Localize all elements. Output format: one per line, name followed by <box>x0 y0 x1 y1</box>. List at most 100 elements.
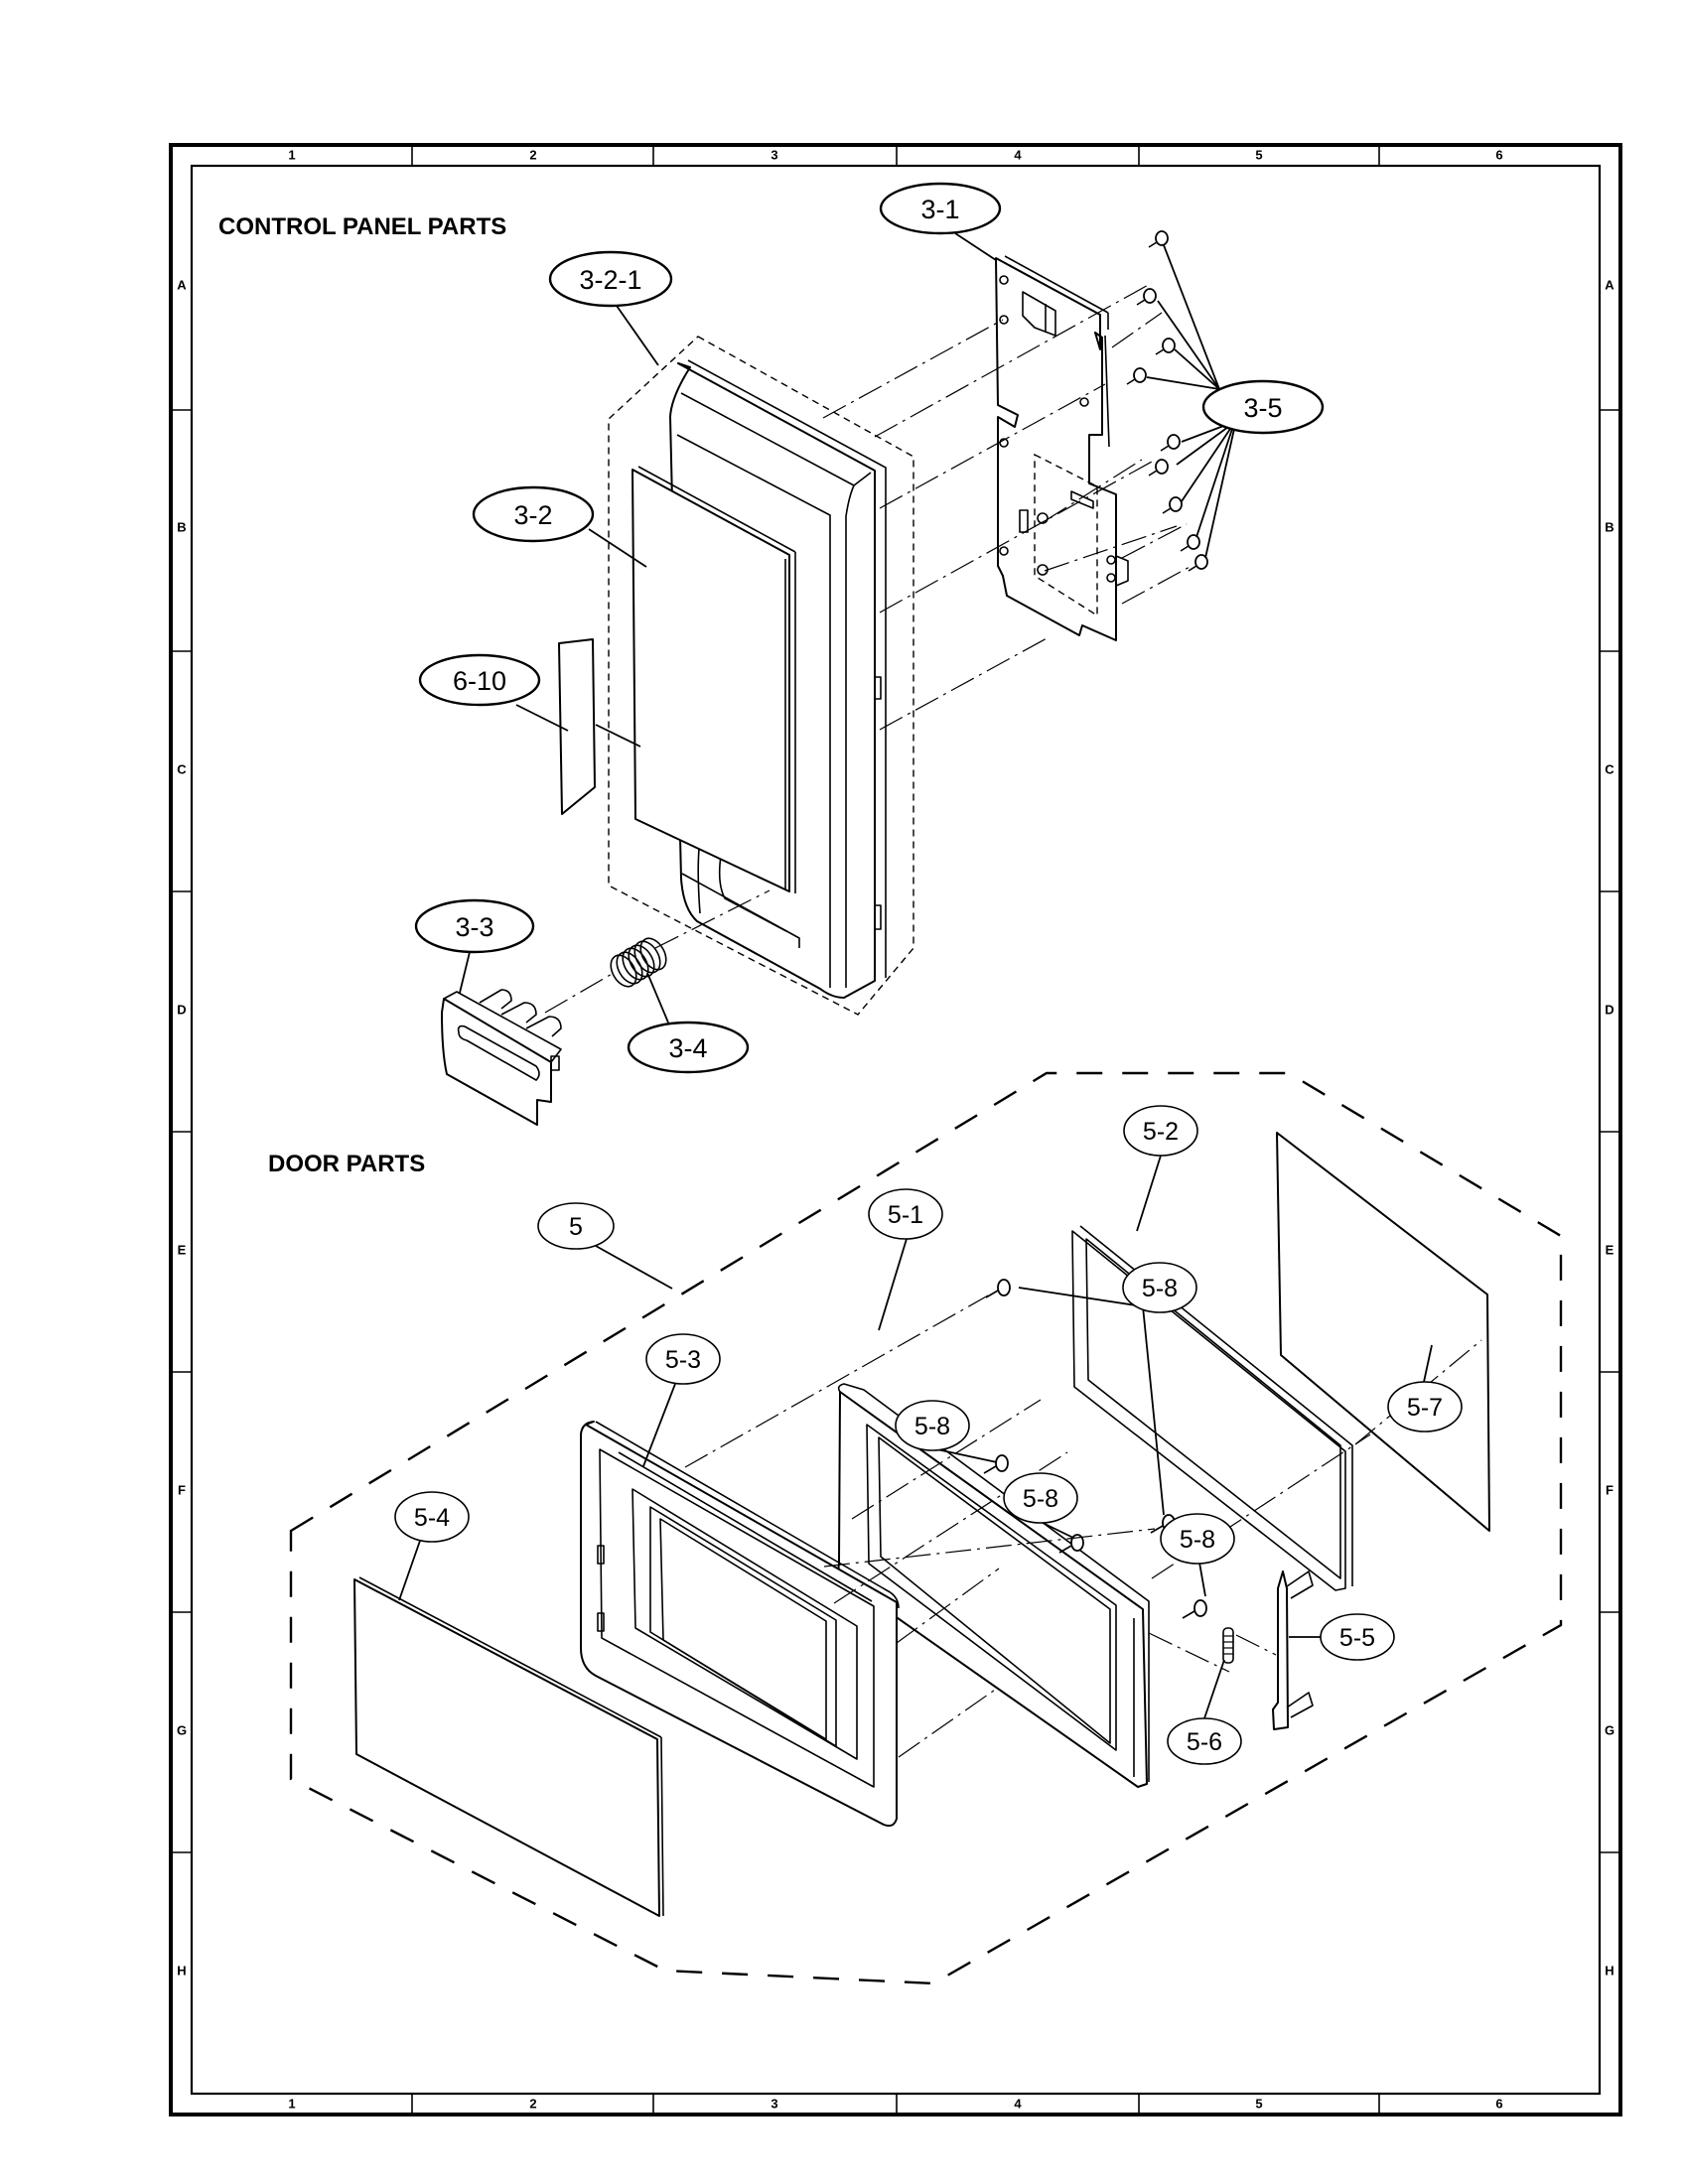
callout-3-5[interactable]: 3-5 <box>1201 379 1325 435</box>
part-door-glass-5-4 <box>353 1576 664 1917</box>
screw <box>1155 338 1176 355</box>
sheet-frame: 1 2 3 4 5 6 1 2 3 4 5 6 A B C D E F G H … <box>169 143 1622 2116</box>
callout-label: 5 <box>569 1213 583 1241</box>
callout-bubble <box>1003 1472 1078 1524</box>
row-label-right: C <box>1605 761 1614 776</box>
screw <box>1188 554 1208 572</box>
callout-bubble <box>537 1202 615 1250</box>
part-label-sticker-6-10 <box>558 638 596 815</box>
callout-5-8-middle[interactable]: 5-8 <box>1003 1472 1078 1524</box>
row-label-left: E <box>178 1242 187 1257</box>
callout-bubble <box>1167 1717 1242 1765</box>
callout-3-1[interactable]: 3-1 <box>879 182 1002 235</box>
row-label-right: A <box>1605 277 1614 292</box>
callout-5-5[interactable]: 5-5 <box>1320 1613 1395 1661</box>
callout-bubble <box>548 250 673 308</box>
row-label-right: B <box>1605 519 1614 534</box>
column-label-top: 3 <box>771 147 777 162</box>
part-key-sheet-panel <box>632 466 796 893</box>
callout-label: 5-6 <box>1187 1728 1222 1756</box>
callout-label: 5-8 <box>1023 1485 1058 1513</box>
part-spring-3-4 <box>610 937 667 988</box>
assembly-outline-3-2-1 <box>608 336 914 1016</box>
screw <box>1136 288 1157 306</box>
row-label-left: G <box>177 1722 187 1737</box>
callout-3-2-1[interactable]: 3-2-1 <box>548 250 673 308</box>
callout-5-8-upper[interactable]: 5-8 <box>1122 1262 1197 1313</box>
callout-bubble <box>414 898 535 954</box>
row-label-left: C <box>177 761 187 776</box>
callout-bubble <box>472 485 595 543</box>
part-door-screen-5-7 <box>1276 1132 1490 1532</box>
column-label-top: 1 <box>288 147 295 162</box>
callout-bubble <box>895 1400 970 1451</box>
screw <box>1180 534 1200 552</box>
callout-5-7[interactable]: 5-7 <box>1387 1381 1463 1433</box>
part-screws-3-5 <box>1126 230 1208 572</box>
callout-5-3[interactable]: 5-3 <box>645 1333 721 1385</box>
callout-5-8-right[interactable]: 5-8 <box>1160 1513 1235 1565</box>
part-latch-5-5 <box>1272 1570 1314 1730</box>
column-dividers <box>411 145 1380 2115</box>
screw <box>1058 1534 1084 1554</box>
callout-label: 5-1 <box>888 1201 923 1229</box>
row-label-right: D <box>1605 1002 1614 1017</box>
section-title-door: DOOR PARTS <box>268 1151 425 1177</box>
callout-3-2[interactable]: 3-2 <box>472 485 595 543</box>
part-pcb-3-1 <box>995 255 1129 641</box>
assembly-axis-lines-control <box>544 282 1193 1014</box>
column-label-bottom: 3 <box>771 2096 777 2111</box>
column-label-bottom: 6 <box>1495 2096 1502 2111</box>
callout-6-10[interactable]: 6-10 <box>418 653 541 707</box>
column-label-bottom: 5 <box>1255 2096 1262 2111</box>
callout-bubble <box>1387 1381 1463 1433</box>
part-door-button-3-3 <box>441 989 562 1126</box>
part-spring-5-6 <box>1222 1627 1234 1664</box>
screw <box>983 1454 1009 1474</box>
callout-label: 5-2 <box>1143 1118 1179 1146</box>
inner-border <box>190 164 1602 2096</box>
callout-3-4[interactable]: 3-4 <box>627 1021 750 1074</box>
callout-5-6[interactable]: 5-6 <box>1167 1717 1242 1765</box>
callout-bubble <box>1160 1513 1235 1565</box>
row-label-right: H <box>1605 1963 1614 1978</box>
callout-bubble <box>879 182 1002 235</box>
screw <box>1162 496 1183 514</box>
screw <box>1148 459 1169 477</box>
assembly-outline-door-5 <box>289 1071 1563 1985</box>
callout-bubble <box>1320 1613 1395 1661</box>
callout-label: 5-8 <box>914 1413 950 1440</box>
callout-5-4[interactable]: 5-4 <box>394 1491 470 1543</box>
callout-label: 5-8 <box>1180 1526 1215 1554</box>
callout-label: 5-7 <box>1407 1394 1443 1422</box>
part-screws-5-8 <box>983 1279 1207 1619</box>
callout-leaders <box>398 232 1433 1719</box>
callout-label: 3-2-1 <box>579 265 641 295</box>
callout-label: 5-5 <box>1339 1624 1375 1652</box>
screw <box>1182 1599 1207 1619</box>
row-label-left: H <box>177 1963 186 1978</box>
callout-bubble <box>1201 379 1325 435</box>
callout-label: 5-8 <box>1142 1275 1178 1302</box>
column-label-bottom: 1 <box>288 2096 295 2111</box>
callout-label: 3-1 <box>920 195 959 224</box>
callout-3-3[interactable]: 3-3 <box>414 898 535 954</box>
column-label-bottom: 2 <box>529 2096 536 2111</box>
callout-5-8-left[interactable]: 5-8 <box>895 1400 970 1451</box>
callout-bubble <box>868 1188 943 1240</box>
row-label-left: A <box>177 277 187 292</box>
row-label-right: F <box>1606 1482 1614 1497</box>
row-label-left: F <box>178 1482 186 1497</box>
part-door-panel-5-3 <box>580 1421 900 1828</box>
column-label-top: 2 <box>529 147 536 162</box>
callout-label: 3-5 <box>1243 393 1282 423</box>
column-label-top: 6 <box>1495 147 1502 162</box>
callout-5[interactable]: 5 <box>537 1202 615 1250</box>
screw <box>985 1279 1011 1298</box>
callout-5-1[interactable]: 5-1 <box>868 1188 943 1240</box>
callout-bubble <box>1123 1105 1198 1157</box>
callout-bubble <box>394 1491 470 1543</box>
callout-5-2[interactable]: 5-2 <box>1123 1105 1198 1157</box>
callout-label: 6-10 <box>453 666 506 696</box>
